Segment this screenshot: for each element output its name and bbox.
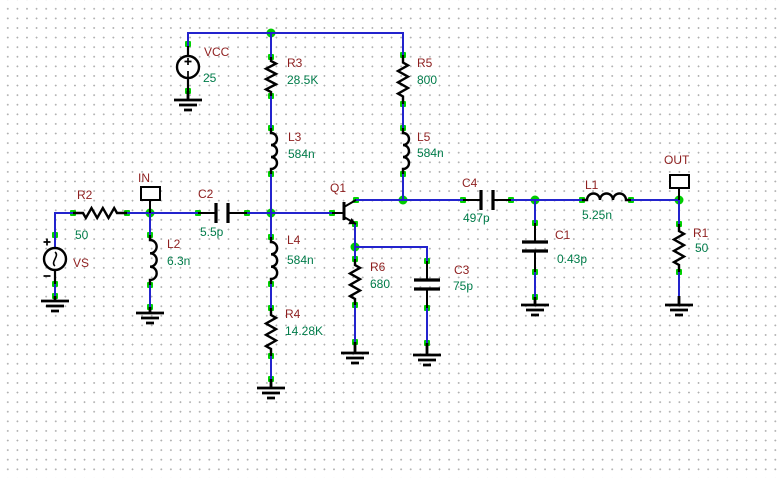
value-label[interactable]: 75p	[453, 279, 473, 293]
designator-label[interactable]: R5	[417, 56, 433, 70]
designator-label[interactable]: L3	[288, 130, 302, 144]
designator-label[interactable]: L2	[167, 237, 181, 251]
ground-symbol[interactable]	[413, 343, 441, 367]
value-label[interactable]: 680	[370, 277, 390, 291]
designator-label[interactable]: L1	[585, 178, 599, 192]
designator-label[interactable]: R6	[370, 260, 386, 274]
ground-symbol[interactable]	[521, 297, 549, 317]
ground-symbol[interactable]	[665, 296, 693, 317]
value-label[interactable]: 14.28K	[285, 324, 323, 338]
inductor-L5[interactable]	[401, 128, 411, 174]
ground-symbol[interactable]	[174, 91, 202, 112]
value-label[interactable]: 497p	[463, 211, 490, 225]
transistor-Q1-collector	[343, 199, 357, 208]
ground-symbol[interactable]	[136, 307, 164, 325]
designator-label[interactable]: R2	[77, 188, 93, 202]
value-label[interactable]: 584n	[288, 147, 315, 161]
value-label[interactable]: 5.5p	[200, 225, 224, 239]
inductor-L3[interactable]	[269, 128, 279, 174]
value-label[interactable]: 5.25n	[582, 208, 612, 222]
value-label[interactable]: 584n	[287, 253, 314, 267]
value-label[interactable]: 800	[417, 73, 437, 87]
resistor-R5[interactable]	[395, 55, 411, 104]
designator-label[interactable]: R4	[285, 307, 301, 321]
plus-sign-icon	[184, 58, 192, 65]
designator-label[interactable]: L5	[417, 130, 431, 144]
sine-icon	[52, 251, 58, 267]
designator-label[interactable]: C3	[454, 263, 470, 277]
port-IN[interactable]	[140, 186, 161, 201]
resistor-R1[interactable]	[671, 224, 687, 272]
capacitor-C1[interactable]	[522, 240, 548, 253]
resistor-R3[interactable]	[263, 57, 279, 96]
value-label[interactable]: 25	[203, 71, 217, 85]
value-label[interactable]: 0.43p	[557, 252, 587, 266]
resistor-R6[interactable]	[347, 259, 363, 305]
inductor-L1[interactable]	[582, 192, 631, 202]
capacitor-C3[interactable]	[414, 278, 440, 291]
resistor-R4[interactable]	[263, 308, 279, 356]
value-label[interactable]: 6.3n	[167, 254, 190, 268]
value-label[interactable]: 50	[695, 241, 709, 255]
capacitor-C4[interactable]	[479, 190, 495, 210]
resistor-R2[interactable]	[73, 205, 127, 221]
designator-label[interactable]: L4	[287, 233, 301, 247]
ground-symbol[interactable]	[257, 379, 285, 400]
designator-label[interactable]: C2	[198, 187, 214, 201]
value-label[interactable]: 28.5K	[287, 73, 318, 87]
designator-label[interactable]: C4	[462, 176, 478, 190]
designator-label[interactable]: Q1	[330, 181, 346, 195]
value-label[interactable]: 584n	[417, 146, 444, 160]
port-OUT[interactable]	[669, 174, 690, 189]
capacitor-C2[interactable]	[214, 203, 230, 223]
designator-label[interactable]: VCC	[204, 45, 230, 59]
emitter-arrow-icon	[348, 218, 356, 225]
inductor-L4[interactable]	[269, 237, 279, 284]
ground-symbol[interactable]	[341, 342, 369, 365]
designator-label[interactable]: IN	[138, 171, 150, 185]
plus-sign-icon	[43, 238, 51, 246]
ground-symbol[interactable]	[41, 296, 69, 313]
designator-label[interactable]: C1	[555, 228, 571, 242]
designator-label[interactable]: R1	[693, 226, 709, 240]
designator-label[interactable]: R3	[287, 56, 303, 70]
value-label[interactable]: 50	[75, 228, 89, 242]
designator-label[interactable]: OUT	[664, 153, 690, 167]
designator-label[interactable]: VS	[73, 256, 89, 270]
inductor-L2[interactable]	[148, 235, 158, 285]
